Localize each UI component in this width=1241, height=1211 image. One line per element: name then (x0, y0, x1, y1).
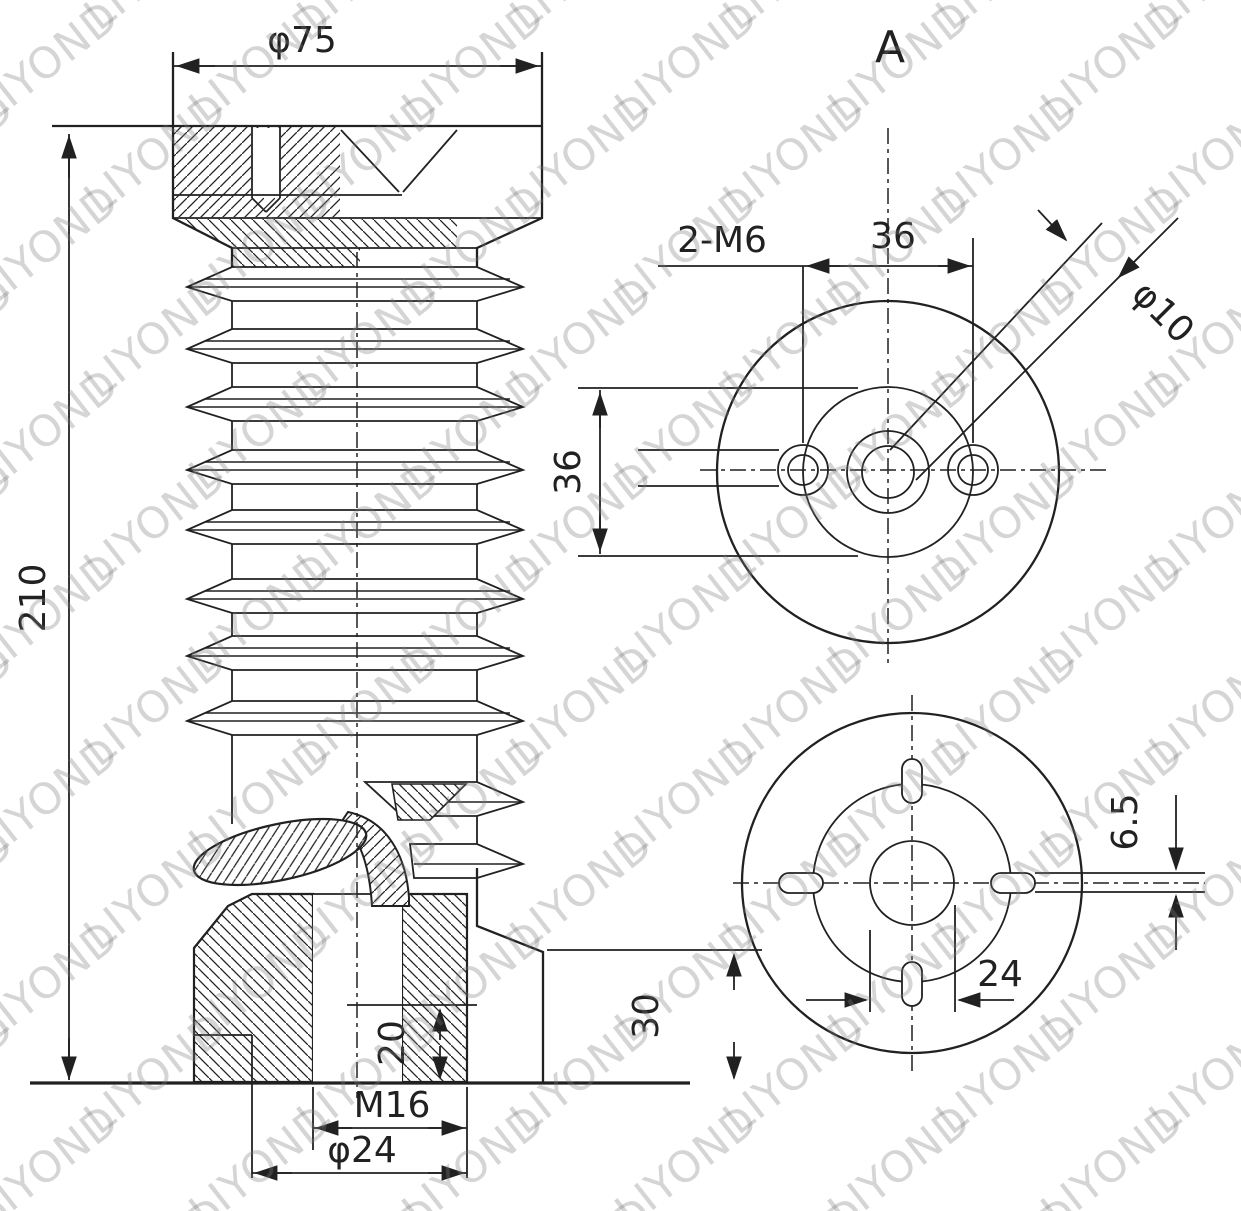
slot-left (778, 872, 824, 894)
dim-6-5: 6.5 (1035, 793, 1205, 950)
dim-phi75: φ75 (173, 20, 543, 126)
dim-20-label: 20 (372, 1020, 413, 1066)
slot-right (990, 872, 1036, 894)
slot-top (901, 758, 923, 804)
bottom-view: 6.5 24 (733, 695, 1205, 1075)
insulator-sheds (184, 266, 526, 926)
gasket-lens-section (192, 817, 368, 887)
dim-2m6-label: 2-M6 (677, 220, 767, 261)
dim-phi10: φ10 (889, 209, 1202, 481)
slot-bottom (901, 961, 923, 1007)
top-cap-band-hatch (174, 219, 457, 247)
dim-24: 24 (806, 905, 1023, 1012)
dim-m16: M16 (312, 1085, 468, 1178)
dim-2m6-36: 2-M6 36 (658, 216, 974, 443)
dim-30: 30 (547, 949, 762, 1080)
dim-24-label: 24 (977, 954, 1023, 995)
side-view: φ75 210 20 30 (13, 20, 762, 1181)
dim-phi75-label: φ75 (267, 20, 337, 61)
flange-outline-right (475, 868, 545, 1082)
dim-36-vertical: 36 (548, 387, 858, 557)
top-collar-hatch (233, 248, 360, 267)
cap-hole-slot (251, 128, 281, 198)
view-a-label: A (875, 22, 905, 73)
dim-phi24: φ24 (251, 1083, 467, 1181)
dim-30-label: 30 (626, 993, 667, 1039)
dim-m16-label: M16 (354, 1085, 431, 1126)
view-a-right-hole-inner (957, 454, 989, 486)
dim-210: 210 (13, 134, 77, 1080)
cap-countersink-line (402, 129, 458, 193)
dim-phi24-label: φ24 (327, 1130, 397, 1171)
dim-210-label: 210 (13, 564, 54, 633)
cap-right-outline (475, 52, 544, 267)
cap-countersink-line (340, 129, 400, 193)
flange-section-left (192, 892, 315, 1084)
shed-section-wedge (391, 783, 468, 821)
dim-20: 20 (347, 1004, 477, 1080)
bottom-fitting (192, 783, 545, 1084)
dim-phi10-label: φ10 (1124, 273, 1202, 351)
dim-6-5-label: 6.5 (1105, 793, 1146, 850)
dim-36v-label: 36 (548, 449, 589, 495)
stud-wall-section-right (400, 892, 469, 1084)
view-a: A 2-M6 36 (548, 22, 1202, 664)
dim-36h-label: 36 (870, 216, 916, 257)
view-a-left-hole-inner (787, 454, 819, 486)
cap-left-outline (171, 52, 234, 267)
